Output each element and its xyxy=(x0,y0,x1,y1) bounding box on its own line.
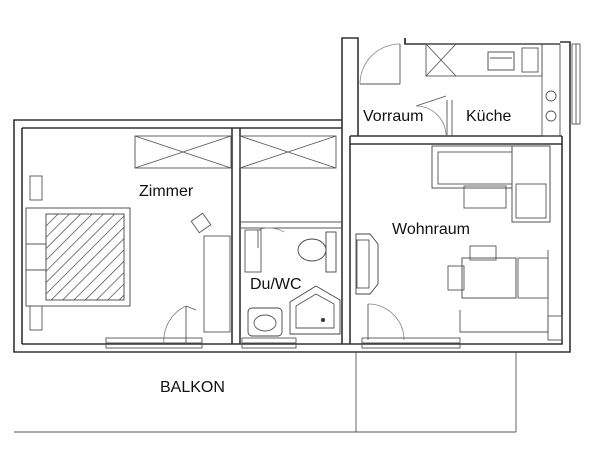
outer-walls xyxy=(13,37,571,353)
kitchen-units xyxy=(425,43,581,137)
wohnraum-furniture xyxy=(355,145,563,349)
room-label-vorraum: Vorraum xyxy=(363,108,424,125)
zimmer-furniture xyxy=(105,212,231,349)
wardrobes xyxy=(134,135,337,169)
room-label-balkon: BALKON xyxy=(160,379,225,396)
double-bed xyxy=(25,175,131,331)
room-label-wohnraum: Wohnraum xyxy=(392,221,470,238)
balcony xyxy=(14,352,517,433)
room-label-zimmer: Zimmer xyxy=(139,183,194,200)
room-label-kueche: Küche xyxy=(466,108,512,125)
room-label-du-wc: Du/WC xyxy=(250,276,302,293)
bathroom-fixtures xyxy=(241,227,341,349)
vorraum-details xyxy=(359,43,447,137)
